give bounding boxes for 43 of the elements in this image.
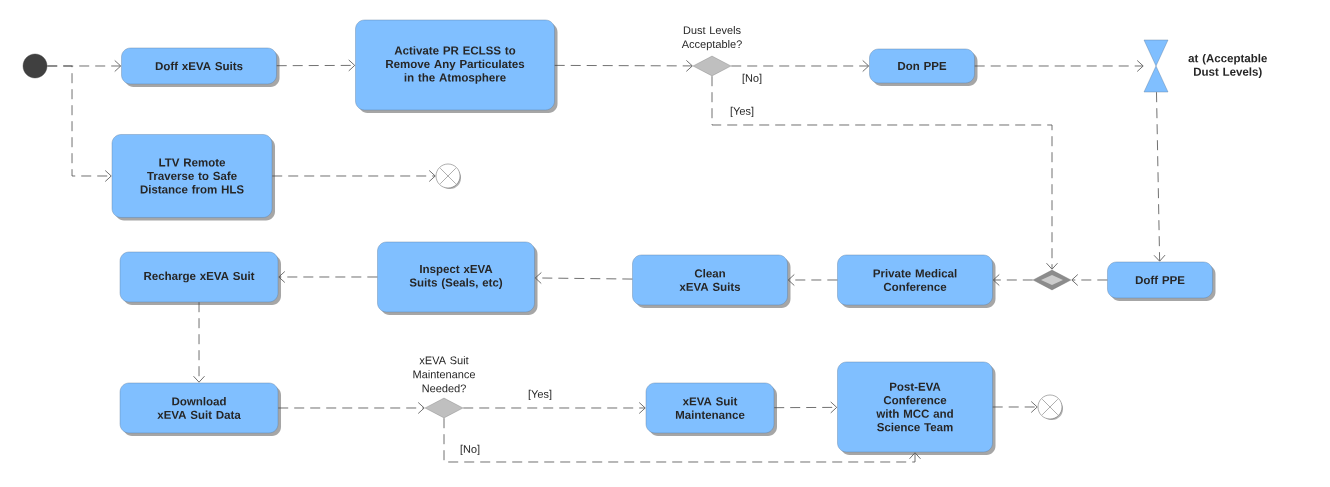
merge-diamond — [1032, 269, 1072, 291]
arrow — [443, 417, 921, 463]
arrow — [730, 60, 870, 72]
action-box: LTV Remote Traverse to Safe Distance from HLS — [111, 134, 275, 221]
arrow — [277, 402, 425, 414]
action-box: Inspect xEVA Suits (Seals, etc) — [377, 241, 538, 315]
arrow — [1071, 274, 1108, 286]
action-box: xEVA Suit Maintenance — [645, 382, 777, 436]
node-label: at (Acceptable Dust Levels) — [1188, 53, 1267, 79]
arrow — [773, 401, 838, 414]
arrow — [193, 301, 205, 383]
action-box: Download xEVA Suit Data — [119, 382, 281, 436]
start-node — [22, 53, 48, 79]
action-box: Doff PPE — [1107, 261, 1216, 301]
action-box: Don PPE — [869, 48, 978, 86]
arrow — [974, 60, 1144, 72]
action-box: Post-EVA Conference with MCC and Science Team — [837, 361, 996, 455]
time-event-hourglass: at (Acceptable Dust Levels) — [1143, 39, 1267, 93]
arrow — [276, 59, 356, 72]
action-box: Activate PR ECLSS to Remove Any Particulates in the Atmosphere — [355, 19, 558, 113]
edge-label: [Yes] — [729, 105, 756, 119]
arrow — [787, 274, 838, 286]
arrow — [534, 272, 633, 284]
arrow — [711, 75, 1058, 270]
action-box: Private Medical Conference — [837, 254, 996, 308]
edge-label: [Yes] — [527, 388, 554, 402]
action-box: Clean xEVA Suits — [632, 254, 791, 308]
node-label: xEVA Suit Maintenance Needed? — [413, 356, 476, 393]
flow-final-node — [435, 163, 461, 189]
edge-label: [No] — [740, 72, 764, 86]
flow-final-node — [1037, 394, 1063, 420]
action-box: Doff xEVA Suits — [121, 47, 280, 87]
arrow — [278, 271, 378, 283]
arrow — [46, 65, 112, 182]
arrow — [1153, 91, 1166, 262]
node-label: Dust Levels Acceptable? — [681, 26, 742, 51]
edge-label: [No] — [458, 443, 482, 457]
arrow — [992, 274, 1034, 286]
arrow — [271, 170, 436, 182]
action-box: Recharge xEVA Suit — [119, 251, 281, 305]
arrow — [554, 60, 693, 72]
arrow — [462, 402, 646, 414]
arrow — [992, 401, 1038, 413]
